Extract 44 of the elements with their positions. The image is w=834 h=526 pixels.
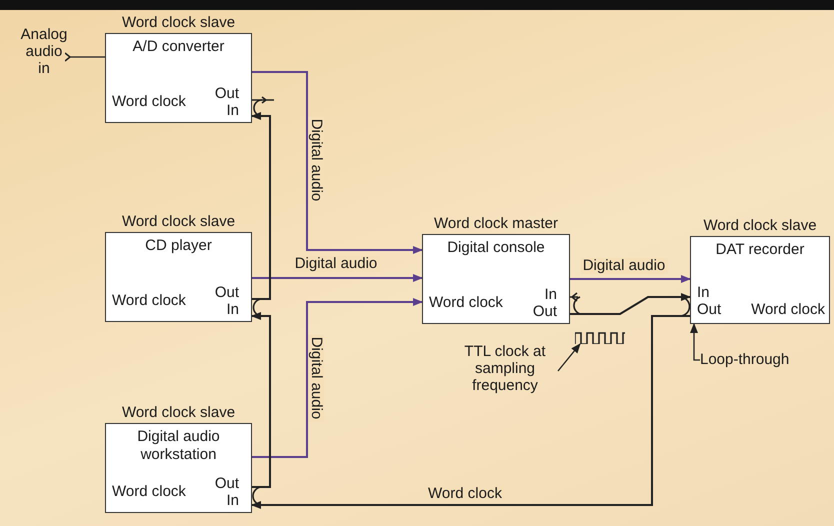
signal-arrow bbox=[252, 274, 423, 282]
port-label: Out bbox=[214, 476, 239, 492]
role-heading: Word clock slave bbox=[120, 14, 236, 31]
role-heading: Word clock slave bbox=[120, 213, 236, 230]
role-heading: Word clock slave bbox=[702, 217, 818, 234]
device-name: Digital console bbox=[446, 239, 546, 257]
edge-label: Digital audio bbox=[292, 256, 380, 272]
port-label: In bbox=[544, 287, 557, 303]
leader-line bbox=[558, 343, 581, 372]
port-label: In bbox=[226, 493, 239, 509]
annotation-text: Analog audio in bbox=[18, 26, 70, 80]
port-label: In bbox=[226, 302, 239, 318]
signal-arrow bbox=[252, 71, 423, 254]
port-label: Out bbox=[532, 304, 557, 320]
edge-label: Digital audio bbox=[308, 334, 324, 422]
signal-arrow bbox=[570, 275, 691, 283]
port-group-label: Word clock bbox=[429, 295, 503, 311]
clock-arrow bbox=[251, 112, 271, 300]
role-heading: Word clock slave bbox=[120, 404, 236, 421]
port-label: Out bbox=[214, 285, 239, 301]
port-label: In bbox=[697, 285, 710, 301]
device-name: DAT recorder bbox=[714, 241, 806, 259]
role-heading: Word clock master bbox=[433, 215, 559, 232]
clock-arrow bbox=[251, 315, 690, 509]
port-label: Out bbox=[214, 86, 239, 102]
port-label: In bbox=[226, 103, 239, 119]
signal-arrow bbox=[252, 298, 423, 458]
port-label: Out bbox=[697, 302, 722, 318]
clock-arrow bbox=[570, 293, 691, 315]
annotation-text: Loop-through bbox=[700, 351, 800, 369]
port-group-label: Word clock bbox=[112, 94, 186, 110]
port-group-label: Word clock bbox=[751, 302, 825, 318]
port-group-label: Word clock bbox=[112, 484, 186, 500]
edge-label: Digital audio bbox=[580, 258, 668, 274]
annotation-text: TTL clock at sampling frequency bbox=[452, 343, 558, 397]
port-group-label: Word clock bbox=[112, 293, 186, 309]
device-name: Digital audio workstation bbox=[136, 428, 221, 464]
square-wave-icon bbox=[575, 332, 625, 344]
device-name: CD player bbox=[144, 237, 213, 255]
leader-line bbox=[690, 323, 700, 361]
leader-line bbox=[64, 52, 105, 62]
device-name: A/D converter bbox=[132, 38, 226, 56]
clock-arrow bbox=[251, 312, 271, 488]
edge-label: Digital audio bbox=[308, 116, 324, 204]
